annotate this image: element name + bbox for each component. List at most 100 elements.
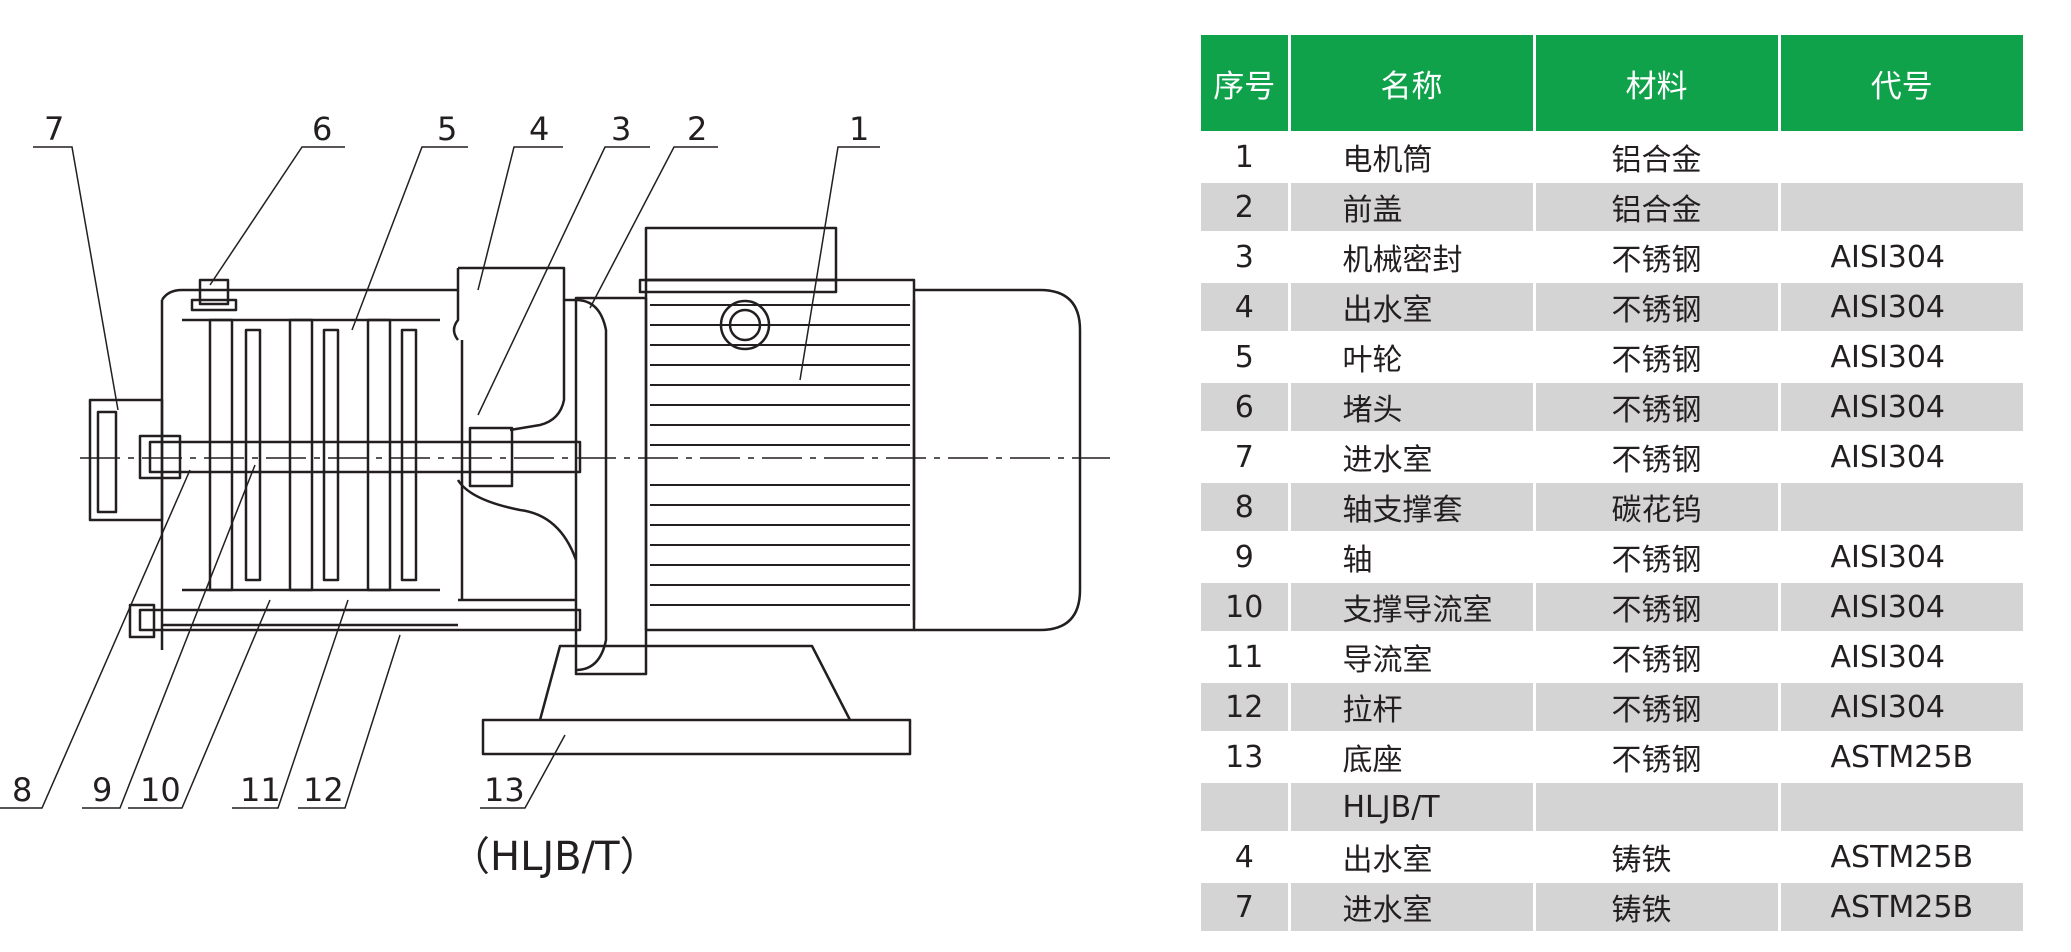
cell-code: ASTM25B	[1779, 881, 2023, 931]
cell-name: 电机筒	[1289, 131, 1536, 182]
motor-end-cap	[914, 288, 1082, 632]
pump-cross-section-drawing: 1 2 3 4 5 6 7 8 9 10 11 12 13 （HLJB/T）	[0, 110, 1110, 880]
cell-material: 不锈钢	[1534, 431, 1781, 482]
front-cover	[574, 296, 648, 676]
callout-7: 7	[44, 110, 64, 148]
cell-material: 不锈钢	[1534, 731, 1781, 782]
inlet-chamber	[88, 398, 164, 522]
callout-12: 12	[303, 771, 344, 809]
cell-name: 导流室	[1289, 631, 1536, 682]
cell-material: 不锈钢	[1534, 381, 1781, 432]
cell-no: 4	[1201, 281, 1291, 332]
cell-material: 不锈钢	[1534, 631, 1781, 682]
cell-material: 碳花钨	[1534, 481, 1781, 532]
table-row: 3 机械密封 不锈钢 AISI304	[1201, 231, 2023, 282]
cell-no: 3	[1201, 231, 1291, 282]
table-row: 8 轴支撑套 碳花钨	[1201, 481, 2023, 532]
base-foot	[538, 644, 852, 721]
cell-code	[1779, 781, 2023, 832]
cell-no: 7	[1201, 431, 1291, 482]
table-row: 7 进水室 铸铁 ASTM25B	[1201, 881, 2023, 931]
cell-code: ASTM25B	[1779, 831, 2023, 882]
cell-material: 铝合金	[1534, 131, 1781, 182]
cell-material: 铸铁	[1534, 831, 1781, 882]
cell-material: 不锈钢	[1534, 681, 1781, 732]
cell-no: 8	[1201, 481, 1291, 532]
cell-material: 铝合金	[1534, 181, 1781, 232]
cell-name: 出水室	[1289, 831, 1536, 882]
cell-name: 轴支撑套	[1289, 481, 1536, 532]
cell-material: 铸铁	[1534, 881, 1781, 931]
callout-13: 13	[484, 771, 525, 809]
callout-11: 11	[240, 771, 281, 809]
cell-no: 2	[1201, 181, 1291, 232]
cell-code: AISI304	[1779, 581, 2023, 632]
shaft	[148, 440, 582, 474]
callout-1: 1	[849, 110, 869, 148]
cell-no: 7	[1201, 881, 1291, 931]
leader-lines	[0, 146, 880, 809]
callout-9: 9	[92, 771, 112, 809]
impeller-stages	[182, 318, 440, 592]
callout-8: 8	[12, 771, 32, 809]
table-row: 2 前盖 铝合金	[1201, 181, 2023, 232]
cell-material	[1534, 781, 1781, 832]
cell-code	[1779, 131, 2023, 182]
base-plate	[481, 718, 912, 756]
header-code: 代号	[1779, 35, 2023, 132]
header-name: 名称	[1289, 35, 1536, 132]
table-row: 13 底座 不锈钢 ASTM25B	[1201, 731, 2023, 782]
table-row: HLJB/T	[1201, 781, 2023, 832]
cell-code: AISI304	[1779, 331, 2023, 382]
table-row: 10 支撑导流室 不锈钢 AISI304	[1201, 581, 2023, 632]
table-row: 6 堵头 不锈钢 AISI304	[1201, 381, 2023, 432]
table-header-row: 序号 名称 材料 代号	[1201, 35, 2023, 132]
cell-code: AISI304	[1779, 381, 2023, 432]
cell-no: 9	[1201, 531, 1291, 582]
terminal-box	[644, 226, 838, 282]
cell-code: AISI304	[1779, 281, 2023, 332]
cell-material: 不锈钢	[1534, 581, 1781, 632]
cell-no: 12	[1201, 681, 1291, 732]
callout-3: 3	[611, 110, 631, 148]
table-row: 1 电机筒 铝合金	[1201, 131, 2023, 182]
drawing-caption: （HLJB/T）	[450, 834, 660, 880]
cell-code: AISI304	[1779, 531, 2023, 582]
table-row: 12 拉杆 不锈钢 AISI304	[1201, 681, 2023, 732]
cell-no: 11	[1201, 631, 1291, 682]
cell-no: 1	[1201, 131, 1291, 182]
cell-code	[1779, 181, 2023, 232]
cell-material: 不锈钢	[1534, 231, 1781, 282]
parts-material-table: 序号 名称 材料 代号 1 电机筒 铝合金 2 前盖 铝合金 3 机械密封 不锈…	[1201, 35, 2023, 931]
cell-name: 前盖	[1289, 181, 1536, 232]
front-cover-curve	[575, 298, 608, 672]
header-no: 序号	[1201, 35, 1291, 132]
cell-name: 出水室	[1289, 281, 1536, 332]
cell-name: 进水室	[1289, 881, 1536, 931]
table-row: 9 轴 不锈钢 AISI304	[1201, 531, 2023, 582]
table-row: 7 进水室 不锈钢 AISI304	[1201, 431, 2023, 482]
cell-material: 不锈钢	[1534, 281, 1781, 332]
cell-no: 6	[1201, 381, 1291, 432]
table-row: 5 叶轮 不锈钢 AISI304	[1201, 331, 2023, 382]
cell-no: 5	[1201, 331, 1291, 382]
cell-code: AISI304	[1779, 631, 2023, 682]
callout-10: 10	[140, 771, 181, 809]
header-material: 材料	[1534, 35, 1781, 132]
cell-code: ASTM25B	[1779, 731, 2023, 782]
cell-name: 支撑导流室	[1289, 581, 1536, 632]
cell-name: 轴	[1289, 531, 1536, 582]
cell-material: 不锈钢	[1534, 331, 1781, 382]
table-row: 4 出水室 铸铁 ASTM25B	[1201, 831, 2023, 882]
cell-material: 不锈钢	[1534, 531, 1781, 582]
tie-rod	[138, 608, 582, 632]
motor-fins	[650, 304, 910, 606]
cell-name: 底座	[1289, 731, 1536, 782]
cell-name: 进水室	[1289, 431, 1536, 482]
cell-name: 机械密封	[1289, 231, 1536, 282]
cell-no: 10	[1201, 581, 1291, 632]
cell-no: 13	[1201, 731, 1291, 782]
cell-code: AISI304	[1779, 231, 2023, 282]
callout-2: 2	[687, 110, 707, 148]
cell-code	[1779, 481, 2023, 532]
